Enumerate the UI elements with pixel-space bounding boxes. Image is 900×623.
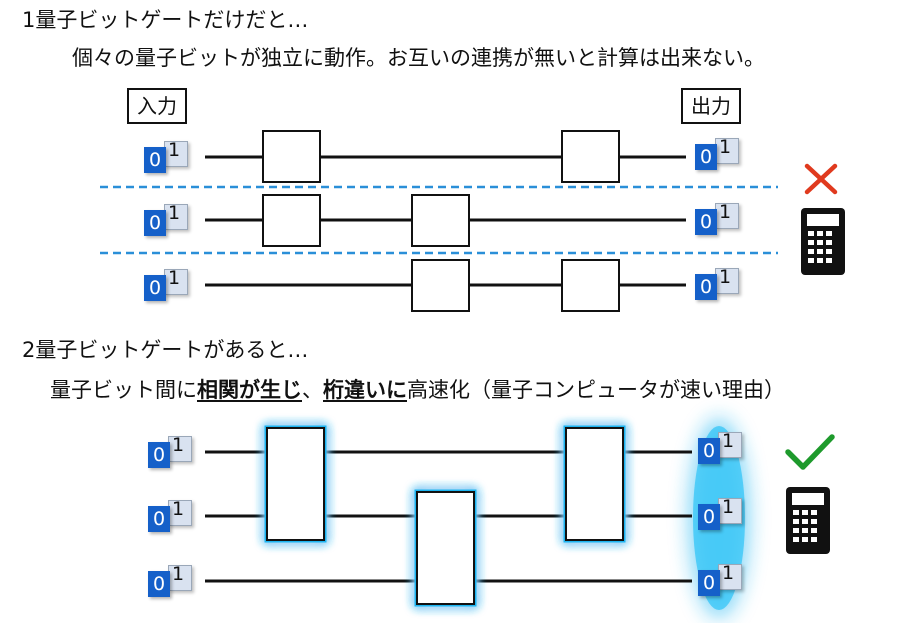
check-icon [785, 434, 835, 470]
gate-1-c [262, 194, 321, 247]
section1-heading: 1量子ビットゲートだけだと… [22, 8, 309, 32]
calculator-icon [801, 208, 845, 275]
calculator-icon [786, 487, 830, 554]
cross-icon [804, 163, 838, 195]
desc-separator: 、 [302, 378, 323, 402]
desc-emphasis-correlation: 相関が生じ [197, 378, 302, 402]
desc-emphasis-magnitude: 桁違いに [323, 378, 407, 402]
gate-1-e [411, 259, 470, 312]
section2-heading: 2量子ビットゲートがあると… [22, 338, 309, 362]
input-label: 入力 [127, 88, 187, 124]
gate-1-d [411, 194, 470, 247]
output-label: 出力 [681, 88, 741, 124]
desc-prefix: 量子ビット間に [50, 378, 197, 402]
gate-1-f [561, 259, 620, 312]
desc-suffix: 高速化（量子コンピュータが速い理由） [407, 378, 785, 402]
gate-1-a [262, 130, 321, 183]
gate-1-b [561, 130, 620, 183]
section2-description: 量子ビット間に相関が生じ、桁違いに高速化（量子コンピュータが速い理由） [50, 374, 785, 404]
section1-description: 個々の量子ビットが独立に動作。お互いの連携が無いと計算は出来ない。 [72, 46, 765, 70]
